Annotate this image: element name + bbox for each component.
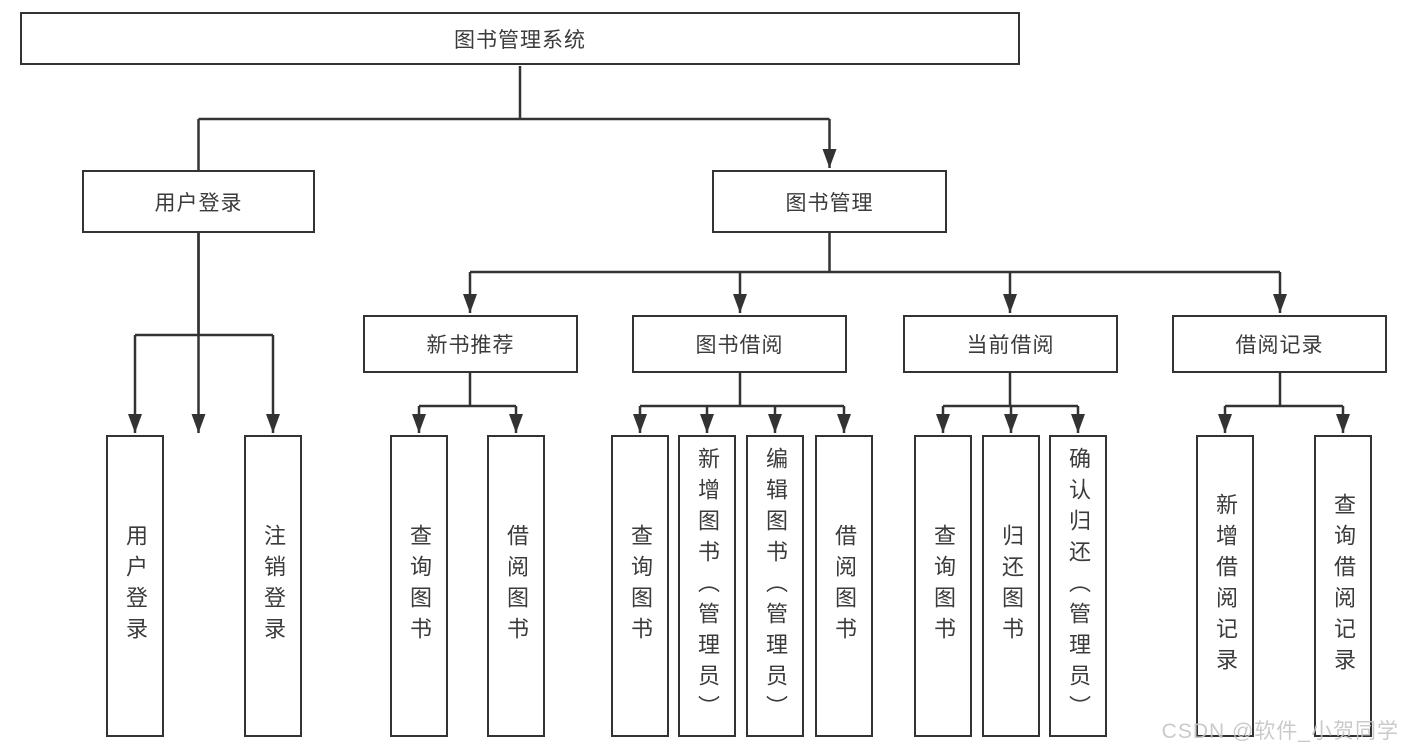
node-leaf-query-books-1-label: 查询图书 bbox=[407, 524, 432, 648]
node-leaf-confirm-return-admin-label: 确认归还（管理员） bbox=[1066, 446, 1091, 726]
node-leaf-query-borrow-record: 查询借阅记录 bbox=[1314, 435, 1372, 737]
node-user-login: 用户登录 bbox=[82, 170, 315, 233]
node-leaf-query-books-1: 查询图书 bbox=[390, 435, 448, 737]
node-leaf-logout: 注销登录 bbox=[244, 435, 302, 737]
node-leaf-add-books-admin-label: 新增图书（管理员） bbox=[695, 446, 720, 726]
connector-segment bbox=[1225, 373, 1343, 408]
node-leaf-confirm-return-admin: 确认归还（管理员） bbox=[1049, 435, 1107, 737]
node-borrow-records: 借阅记录 bbox=[1172, 315, 1387, 373]
node-book-management: 图书管理 bbox=[712, 170, 947, 233]
connector-segment bbox=[943, 373, 1078, 408]
connector-segment bbox=[470, 233, 1280, 274]
node-leaf-return-books: 归还图书 bbox=[982, 435, 1040, 737]
node-leaf-query-books-3: 查询图书 bbox=[914, 435, 972, 737]
node-leaf-add-books-admin: 新增图书（管理员） bbox=[678, 435, 736, 737]
node-current-borrow: 当前借阅 bbox=[903, 315, 1118, 373]
node-book-borrow-label: 图书借阅 bbox=[695, 334, 784, 357]
node-leaf-return-books-label: 归还图书 bbox=[999, 524, 1024, 648]
node-leaf-borrow-books-1: 借阅图书 bbox=[487, 435, 545, 737]
watermark: CSDN @软件_小贺同学 bbox=[1161, 720, 1399, 743]
node-new-book-recommend: 新书推荐 bbox=[363, 315, 578, 373]
node-leaf-borrow-books-2-label: 借阅图书 bbox=[832, 524, 857, 648]
node-new-book-recommend-label: 新书推荐 bbox=[426, 334, 515, 357]
node-book-management-label: 图书管理 bbox=[785, 191, 874, 215]
node-leaf-add-borrow-record-label: 新增借阅记录 bbox=[1213, 493, 1238, 679]
node-leaf-user-login: 用户登录 bbox=[106, 435, 164, 737]
node-leaf-borrow-books-1-label: 借阅图书 bbox=[504, 524, 529, 648]
node-leaf-borrow-books-2: 借阅图书 bbox=[815, 435, 873, 737]
node-leaf-query-books-2-label: 查询图书 bbox=[628, 524, 653, 648]
node-borrow-records-label: 借阅记录 bbox=[1235, 334, 1324, 357]
node-current-borrow-label: 当前借阅 bbox=[966, 334, 1055, 357]
node-leaf-edit-books-admin-label: 编辑图书（管理员） bbox=[763, 446, 788, 726]
node-leaf-edit-books-admin: 编辑图书（管理员） bbox=[746, 435, 804, 737]
node-leaf-logout-label: 注销登录 bbox=[261, 524, 286, 648]
node-user-login-label: 用户登录 bbox=[154, 191, 243, 215]
connector-segment bbox=[198, 66, 830, 121]
connector-segment bbox=[640, 373, 844, 408]
node-root-label: 图书管理系统 bbox=[454, 28, 586, 52]
node-leaf-query-books-3-label: 查询图书 bbox=[931, 524, 956, 648]
node-leaf-query-borrow-record-label: 查询借阅记录 bbox=[1331, 493, 1356, 679]
connector-segment bbox=[135, 233, 273, 337]
node-root: 图书管理系统 bbox=[20, 12, 1020, 65]
node-book-borrow: 图书借阅 bbox=[632, 315, 847, 373]
node-leaf-user-login-label: 用户登录 bbox=[123, 524, 148, 648]
node-leaf-add-borrow-record: 新增借阅记录 bbox=[1196, 435, 1254, 737]
connector-segment bbox=[419, 373, 516, 408]
node-leaf-query-books-2: 查询图书 bbox=[611, 435, 669, 737]
